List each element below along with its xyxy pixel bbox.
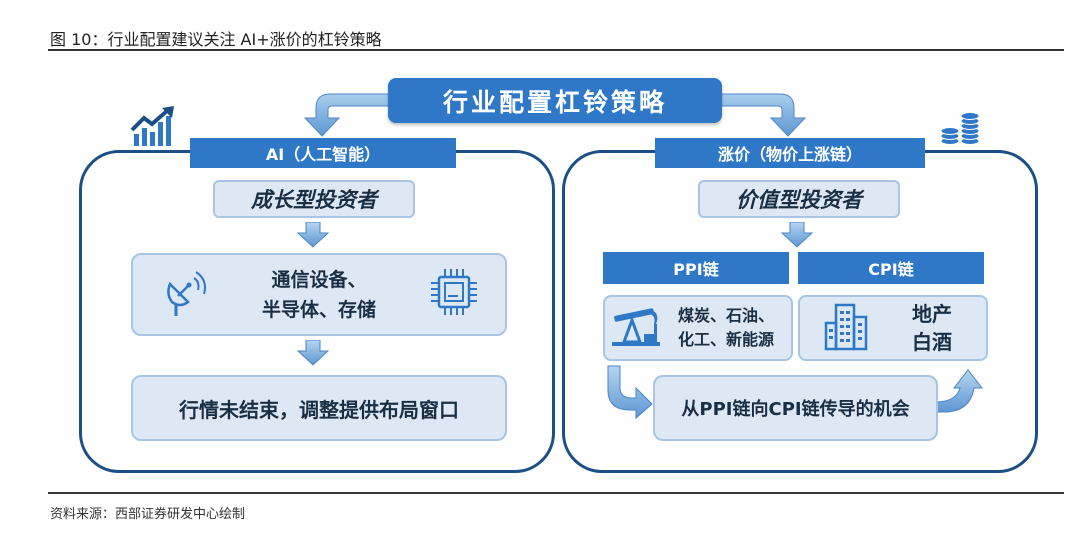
arrow-to-right bbox=[719, 93, 807, 137]
ppi-line2: 化工、新能源 bbox=[677, 330, 774, 349]
ppi-line1: 煤炭、石油、 bbox=[677, 306, 774, 325]
curved-arrow-right-icon bbox=[935, 369, 984, 413]
down-arrow-icon bbox=[296, 222, 330, 248]
satellite-dish-icon bbox=[167, 271, 206, 316]
main-title: 行业配置杠铃策略 bbox=[388, 78, 722, 123]
top-rule bbox=[48, 49, 1064, 51]
down-arrow-icon bbox=[780, 222, 814, 248]
ai-sectors-line2: 半导体、存储 bbox=[261, 298, 376, 321]
ai-sectors-box: 通信设备、 半导体、存储 bbox=[131, 253, 507, 336]
figure-title: 图 10：行业配置建议关注 AI+涨价的杠铃策略 bbox=[50, 30, 382, 49]
down-arrow-icon bbox=[296, 340, 330, 366]
cpi-line1: 地产 bbox=[912, 302, 952, 326]
chip-icon bbox=[431, 269, 477, 315]
growth-chart-icon bbox=[130, 106, 174, 146]
ai-header: AI（人工智能） bbox=[190, 138, 456, 168]
value-investor-label: 价值型投资者 bbox=[698, 180, 900, 218]
price-header: 涨价（物价上涨链） bbox=[655, 138, 925, 168]
ai-conclusion: 行情未结束，调整提供布局窗口 bbox=[131, 375, 507, 441]
source-note: 资料来源：西部证券研发中心绘制 bbox=[50, 507, 246, 522]
cpi-line2: 白酒 bbox=[912, 330, 952, 354]
transmission-box: 从PPI链向CPI链传导的机会 bbox=[653, 375, 938, 441]
coins-icon bbox=[940, 112, 980, 145]
curved-arrow-left-icon bbox=[607, 365, 653, 420]
cpi-header: CPI链 bbox=[798, 252, 984, 284]
ppi-header: PPI链 bbox=[603, 252, 789, 284]
bottom-rule bbox=[48, 492, 1064, 494]
oil-pump-icon bbox=[612, 308, 660, 346]
buildings-icon bbox=[824, 303, 868, 351]
ai-sectors-line1: 通信设备、 bbox=[271, 268, 367, 291]
arrow-to-left bbox=[303, 93, 391, 137]
growth-investor-label: 成长型投资者 bbox=[213, 180, 415, 218]
